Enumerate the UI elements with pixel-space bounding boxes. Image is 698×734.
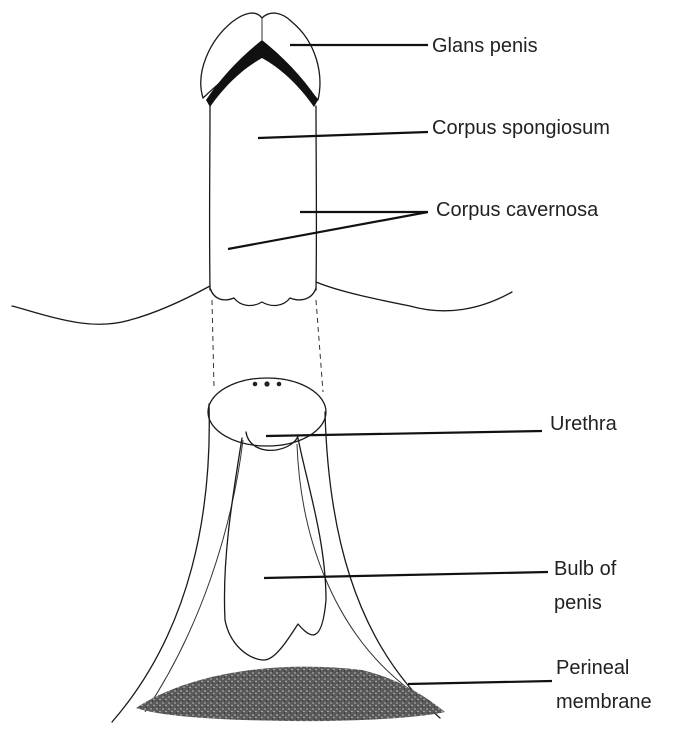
- root-outer-left: [112, 404, 209, 722]
- dashed-left: [212, 300, 214, 388]
- body-wall-line: [12, 282, 512, 324]
- leader-corpus-cavernosa-2: [228, 212, 428, 249]
- root-inner-left: [145, 440, 243, 712]
- cross-section-dot: [253, 382, 258, 387]
- label-bulb-of-penis-line1: Bulb of: [554, 558, 617, 580]
- cross-section-dot: [277, 382, 282, 387]
- leader-bulb-of-penis: [264, 572, 548, 578]
- root-inner-right: [297, 444, 410, 690]
- leader-corpus-spongiosum: [258, 132, 428, 138]
- label-bulb-of-penis-line2: penis: [554, 592, 602, 614]
- leader-urethra: [266, 431, 542, 436]
- label-urethra: Urethra: [550, 413, 618, 435]
- glans-penis: [201, 13, 320, 107]
- labels: Glans penis Corpus spongiosum Corpus cav…: [432, 35, 652, 713]
- perineal-membrane-shape: [136, 667, 445, 722]
- label-corpus-cavernosa: Corpus cavernosa: [436, 199, 599, 221]
- label-perineal-membrane-line2: membrane: [556, 691, 652, 713]
- leader-lines: [228, 45, 552, 684]
- leader-perineal-membrane: [408, 681, 552, 684]
- label-glans-penis: Glans penis: [432, 35, 538, 57]
- label-corpus-spongiosum: Corpus spongiosum: [432, 117, 610, 139]
- shaft-scalloped-base: [210, 288, 316, 305]
- label-perineal-membrane-line1: Perineal: [556, 657, 629, 679]
- cross-section-dot: [264, 381, 269, 386]
- bulb-outline: [224, 438, 326, 660]
- cross-section: [208, 378, 326, 450]
- dashed-right: [316, 300, 323, 392]
- glans-dark-rim: [206, 40, 318, 107]
